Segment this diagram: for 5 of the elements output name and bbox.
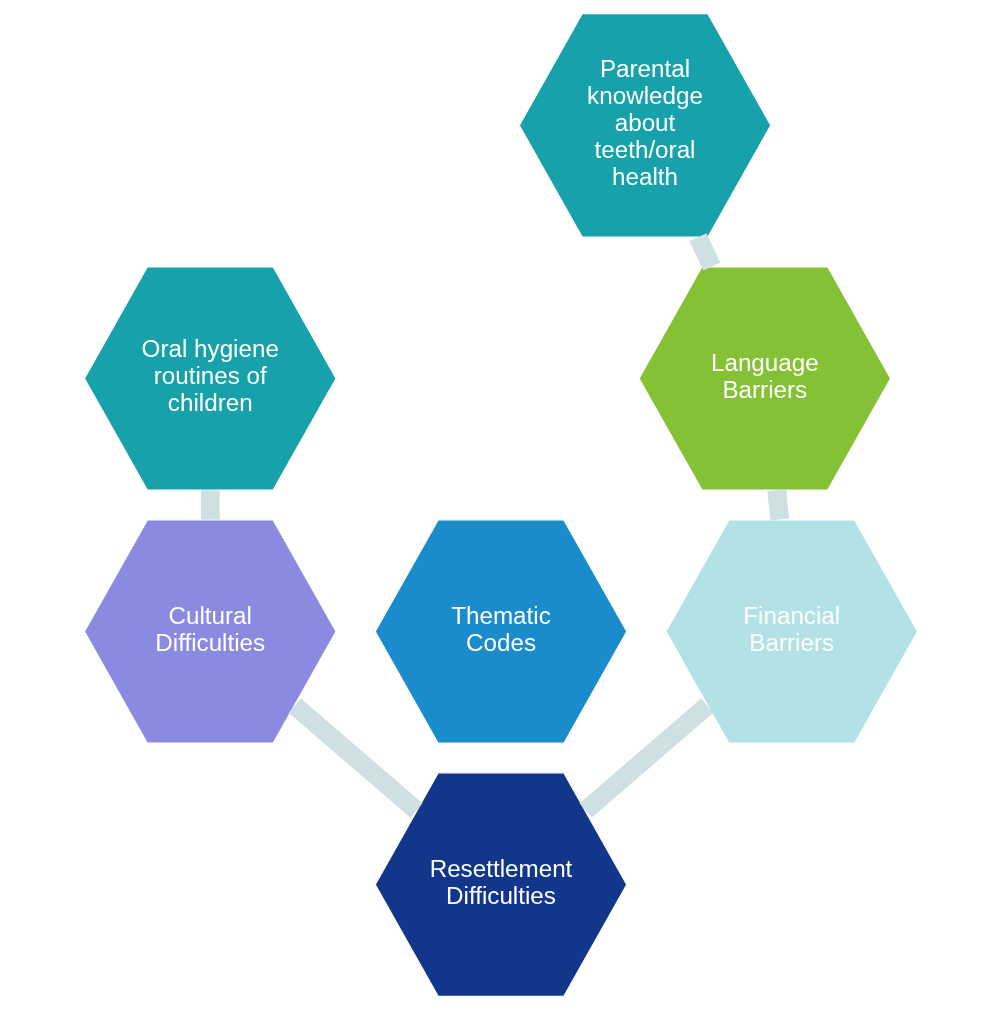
connector: [288, 698, 423, 818]
connector: [767, 489, 790, 521]
connector: [200, 490, 220, 520]
connector: [689, 233, 721, 271]
connector: [579, 698, 714, 818]
